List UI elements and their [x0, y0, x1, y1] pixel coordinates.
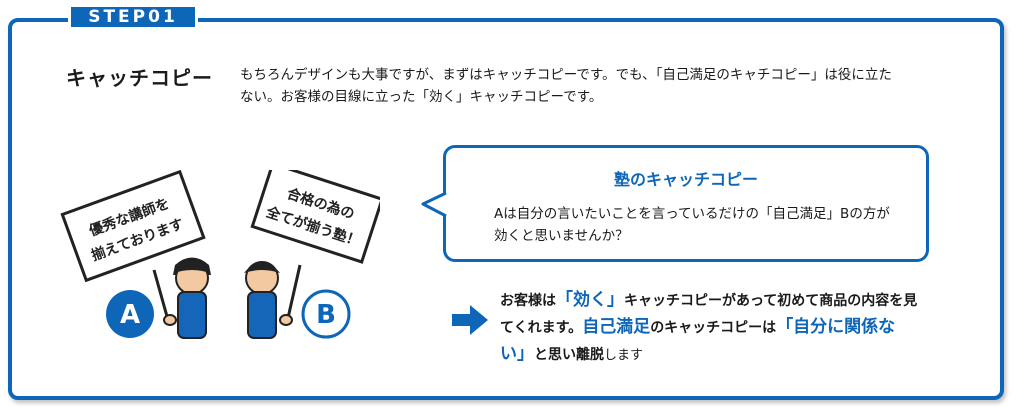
person-a [163, 257, 211, 339]
conclusion-line-1: お客様は「効く」キャッチコピーがあって初めて商品の内容を見 [500, 287, 940, 314]
intro-text: もちろんデザインも大事ですが、まずはキャッチコピーです。でも、「自己満足のキャチ… [240, 64, 960, 108]
bubble-line-1: Aは自分の言いたいことを言っているだけの「自己満足」Bの方が [494, 206, 890, 222]
bubble-line-2: 効くと思いませんか？ [494, 228, 629, 244]
conclusion-text-4: のキャッチコピーは [650, 320, 777, 336]
badge-a-label: A [120, 300, 140, 330]
badge-b: B [301, 289, 351, 339]
conclusion-text-1: お客様は [500, 293, 556, 309]
conclusion-text-5: と思い離脱 [534, 347, 604, 363]
badge-b-label: B [316, 300, 336, 330]
conclusion-highlight-3: 「自分に関係な [776, 317, 896, 337]
conclusion-line-3: い」と思い離脱します [500, 341, 940, 369]
right-arrow-icon [452, 305, 488, 335]
conclusion-text-3: てくれます。 [500, 320, 583, 336]
section-heading: キャッチコピー [66, 66, 213, 90]
badge-a: A [106, 290, 154, 338]
conclusion-text-6: します [604, 348, 644, 363]
bubble-text: Aは自分の言いたいことを言っているだけの「自己満足」Bの方が 効くと思いませんか… [494, 203, 914, 247]
intro-line-1: もちろんデザインも大事ですが、まずはキャッチコピーです。でも、「自己満足のキャチ… [240, 67, 892, 83]
bubble-tail-icon [421, 191, 447, 218]
conclusion-text: お客様は「効く」キャッチコピーがあって初めて商品の内容を見 てくれます。自己満足… [500, 287, 940, 369]
speech-bubble: 塾のキャッチコピー Aは自分の言いたいことを言っているだけの「自己満足」Bの方が… [443, 145, 929, 262]
person-b [244, 261, 293, 339]
conclusion-highlight-2: 自己満足 [582, 317, 651, 337]
intro-line-2: ない。お客様の目線に立った「効く」キャッチコピーです。 [240, 89, 603, 105]
sign-holders-illustration: 優秀な講師を 揃えております A 合格の為の 全てが揃う塾！ B [60, 170, 380, 339]
conclusion-highlight-1: 「効く」 [556, 290, 624, 310]
conclusion-highlight-4: い」 [500, 344, 534, 364]
bubble-title: 塾のキャッチコピー [613, 170, 758, 189]
conclusion-line-2: てくれます。自己満足のキャッチコピーは「自分に関係な [500, 314, 940, 341]
conclusion-text-2: キャッチコピーがあって初めて商品の内容を見 [624, 293, 918, 309]
step-label: STEP01 [68, 4, 198, 30]
sign-b: 合格の為の 全てが揃う塾！ [250, 170, 380, 319]
